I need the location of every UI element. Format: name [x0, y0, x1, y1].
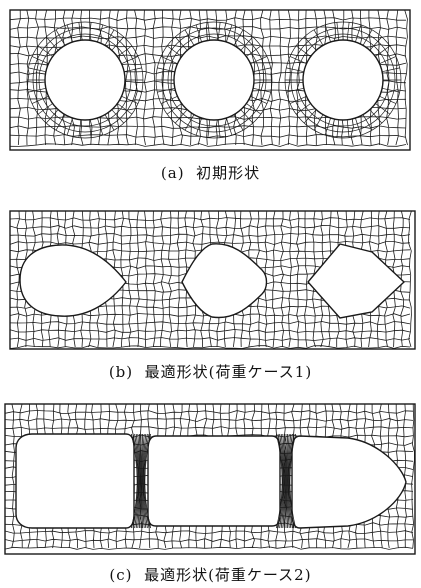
hole-3 [307, 243, 406, 319]
panel-optimal-shape-load-case-2: (c) 最適形状(荷重ケース2) [0, 396, 421, 588]
mesh-diagram-load-case-2 [4, 403, 416, 555]
plate-outline-initial [9, 9, 411, 151]
caption-initial-shape: (a) 初期形状 [160, 164, 261, 182]
panel-optimal-shape-load-case-1: (b) 最適形状(荷重ケース1) [0, 196, 421, 386]
hole-3-edge [302, 39, 384, 121]
hole-2-edge [173, 39, 255, 121]
mesh-diagram-initial [9, 9, 411, 151]
hole-2 [147, 435, 281, 527]
plate-outline-load-case-2 [4, 403, 416, 555]
caption-optimal-shape-load-case-2: (c) 最適形状(荷重ケース2) [109, 566, 312, 584]
hole-3 [284, 21, 402, 139]
hole-1 [26, 21, 144, 139]
hole-1 [15, 433, 135, 529]
panel-initial-shape: (a) 初期形状 [0, 0, 421, 185]
dense-mesh-bundles [131, 433, 296, 529]
hole-1-edge [44, 39, 126, 121]
hole-2 [155, 21, 273, 139]
caption-optimal-shape-load-case-1: (b) 最適形状(荷重ケース1) [108, 363, 313, 381]
mesh-diagram-load-case-1 [9, 210, 416, 350]
hole-1 [19, 244, 127, 317]
hole-2 [181, 243, 268, 319]
plate-outline-load-case-1 [9, 210, 416, 350]
